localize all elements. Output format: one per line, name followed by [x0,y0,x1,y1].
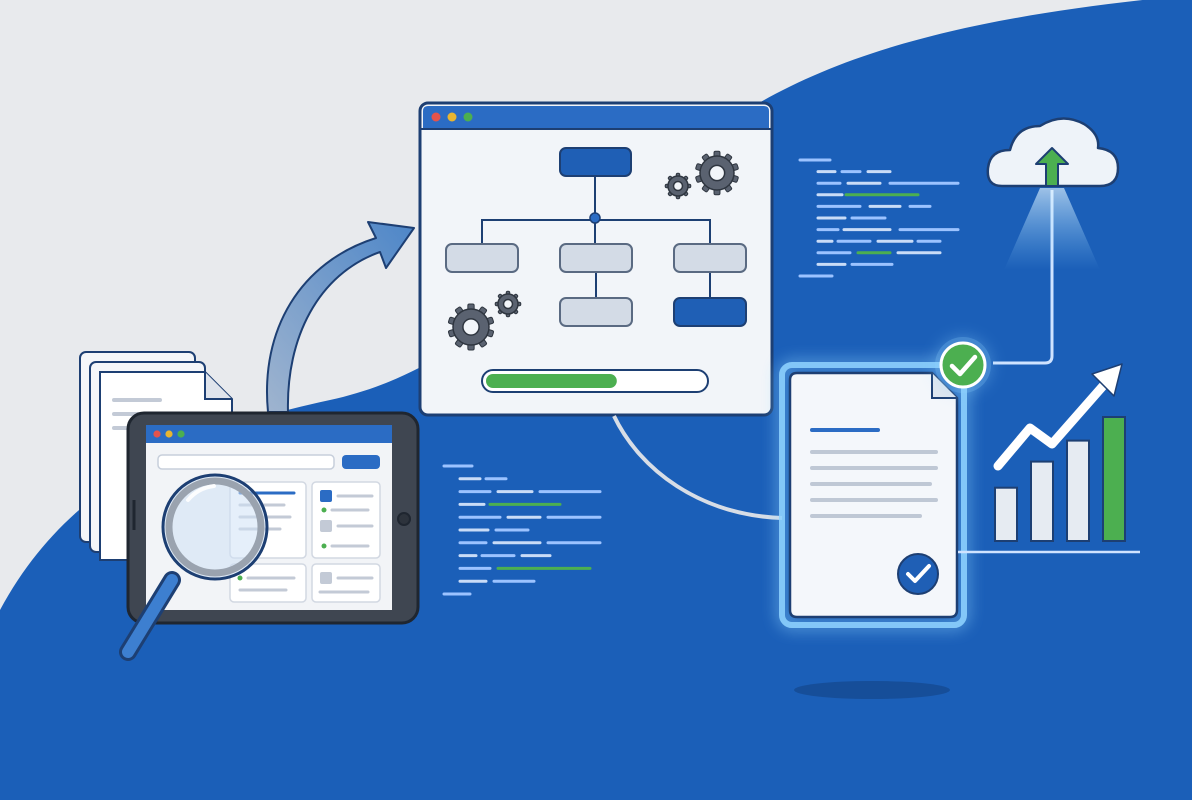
growth-chart [958,363,1140,554]
growth-bar [1030,460,1054,543]
tablet-search-input [157,454,335,470]
upload-beam [1004,188,1100,270]
tablet-window-dots [153,430,185,438]
gear-icon-small [494,290,522,318]
flow-node [559,243,633,273]
code-lines-left [442,464,602,596]
gear-icon [448,303,494,351]
floor-shadow [794,681,950,699]
flow-node-root [559,147,632,177]
flow-node [559,297,633,327]
tablet-home-button [397,512,411,526]
check-circle-icon [897,553,939,595]
flow-arrow-up [266,221,415,413]
progress-fill [486,374,617,388]
workflow-window-titlebar [423,106,769,128]
flow-node [445,243,519,273]
flow-connector [612,415,783,520]
magnifier-icon [119,473,269,661]
code-lines-right [798,158,960,278]
growth-bar [994,486,1018,543]
flowchart [445,147,747,327]
tablet-search-button [342,455,380,469]
gear-icon [695,150,739,196]
growth-bar [1102,416,1126,542]
flow-node-active [673,297,747,327]
trend-arrow-icon [993,363,1123,471]
gear-icon-small [664,172,692,200]
flow-node [673,243,747,273]
check-badge-icon [935,337,991,393]
tablet-titlebar [146,425,392,443]
progress-bar [481,369,709,393]
workflow-window-dots [431,112,473,122]
cloud-upload-icon [986,117,1120,188]
approved-document [779,362,967,628]
workflow-window [418,101,774,417]
upload-connector [993,190,1054,365]
growth-bar [1066,439,1090,543]
gear-icon-group [448,150,739,351]
